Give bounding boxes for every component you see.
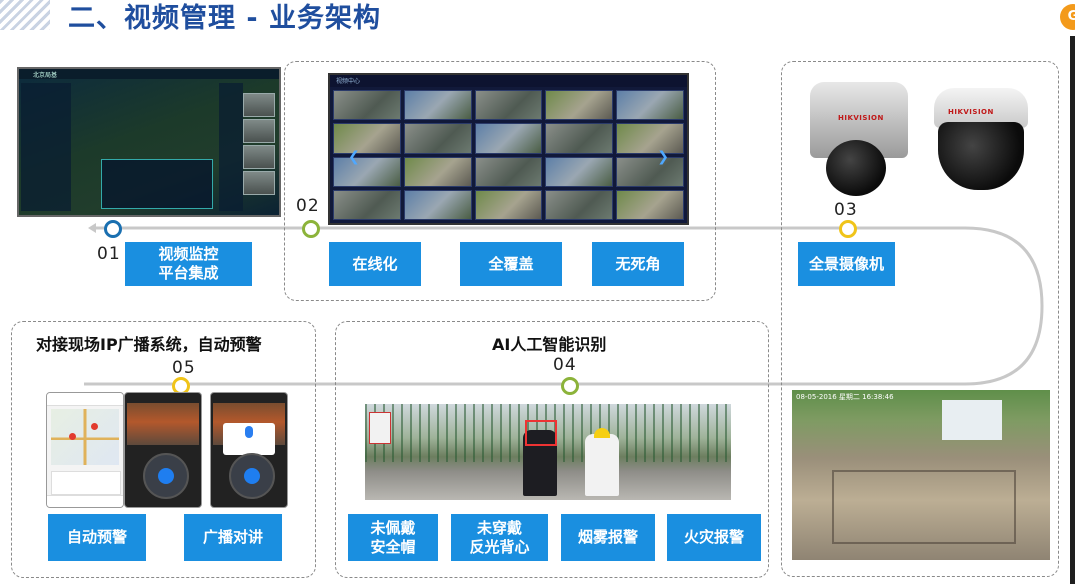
- tag-no-reflective-vest[interactable]: 未穿戴 反光背心: [451, 514, 548, 561]
- tag-full-coverage[interactable]: 全覆盖: [460, 242, 562, 286]
- tag-online[interactable]: 在线化: [329, 242, 421, 286]
- title-decoration: [0, 0, 50, 30]
- step-03-dot: [839, 220, 857, 238]
- tag-panoramic-camera[interactable]: 全景摄像机: [798, 242, 895, 286]
- dashboard-title: 北京局基: [33, 72, 58, 79]
- step-04-dot: [561, 377, 579, 395]
- step-05-number: 05: [172, 358, 196, 378]
- tag-video-platform-integration[interactable]: 视频监控 平台集成: [125, 242, 252, 286]
- ai-recognition-title: AI人工智能识别: [492, 335, 607, 354]
- tag-no-helmet[interactable]: 未佩戴 安全帽: [348, 514, 438, 561]
- window-edge: [1070, 36, 1075, 584]
- tag-smoke-alarm[interactable]: 烟雾报警: [561, 514, 655, 561]
- step-01-number: 01: [97, 244, 121, 264]
- video-timestamp: 08-05-2016 星期二 16:38:46: [796, 393, 894, 401]
- chevron-right-icon[interactable]: ❯: [657, 149, 669, 165]
- phone-camera-control: [124, 392, 202, 508]
- videowall-title: 视频中心: [336, 78, 361, 85]
- construction-site-photo: [792, 390, 1050, 560]
- tag-fire-alarm[interactable]: 火灾报警: [667, 514, 761, 561]
- chevron-left-icon[interactable]: ❮: [348, 149, 360, 165]
- monitoring-platform-screenshot: 北京局基: [17, 67, 281, 217]
- corner-badge[interactable]: G: [1060, 4, 1075, 30]
- step-03-number: 03: [834, 200, 858, 220]
- phone-map-alert: [46, 392, 124, 508]
- panel-step-03: [781, 61, 1059, 577]
- camera-2-brand: HIKVISION: [948, 108, 994, 116]
- step-01-dot: [104, 220, 122, 238]
- phone-intercom: [210, 392, 288, 508]
- panel-step-02: [284, 61, 716, 301]
- broadcast-title: 对接现场IP广播系统，自动预警: [36, 335, 262, 354]
- video-center-screenshot: 视频中心 ❮ ❯: [328, 73, 689, 225]
- tag-broadcast-intercom[interactable]: 广播对讲: [184, 514, 282, 561]
- panel-step-04: [335, 321, 769, 578]
- camera-1-brand: HIKVISION: [838, 114, 884, 122]
- page-title: 二、视频管理 - 业务架构: [68, 3, 382, 34]
- ai-detection-photo: [365, 404, 731, 500]
- tag-auto-alert[interactable]: 自动预警: [48, 514, 146, 561]
- panel-step-05: [11, 321, 316, 578]
- step-04-number: 04: [553, 355, 577, 375]
- step-02-number: 02: [296, 196, 320, 216]
- step-02-dot: [302, 220, 320, 238]
- tag-no-blind-spot[interactable]: 无死角: [592, 242, 684, 286]
